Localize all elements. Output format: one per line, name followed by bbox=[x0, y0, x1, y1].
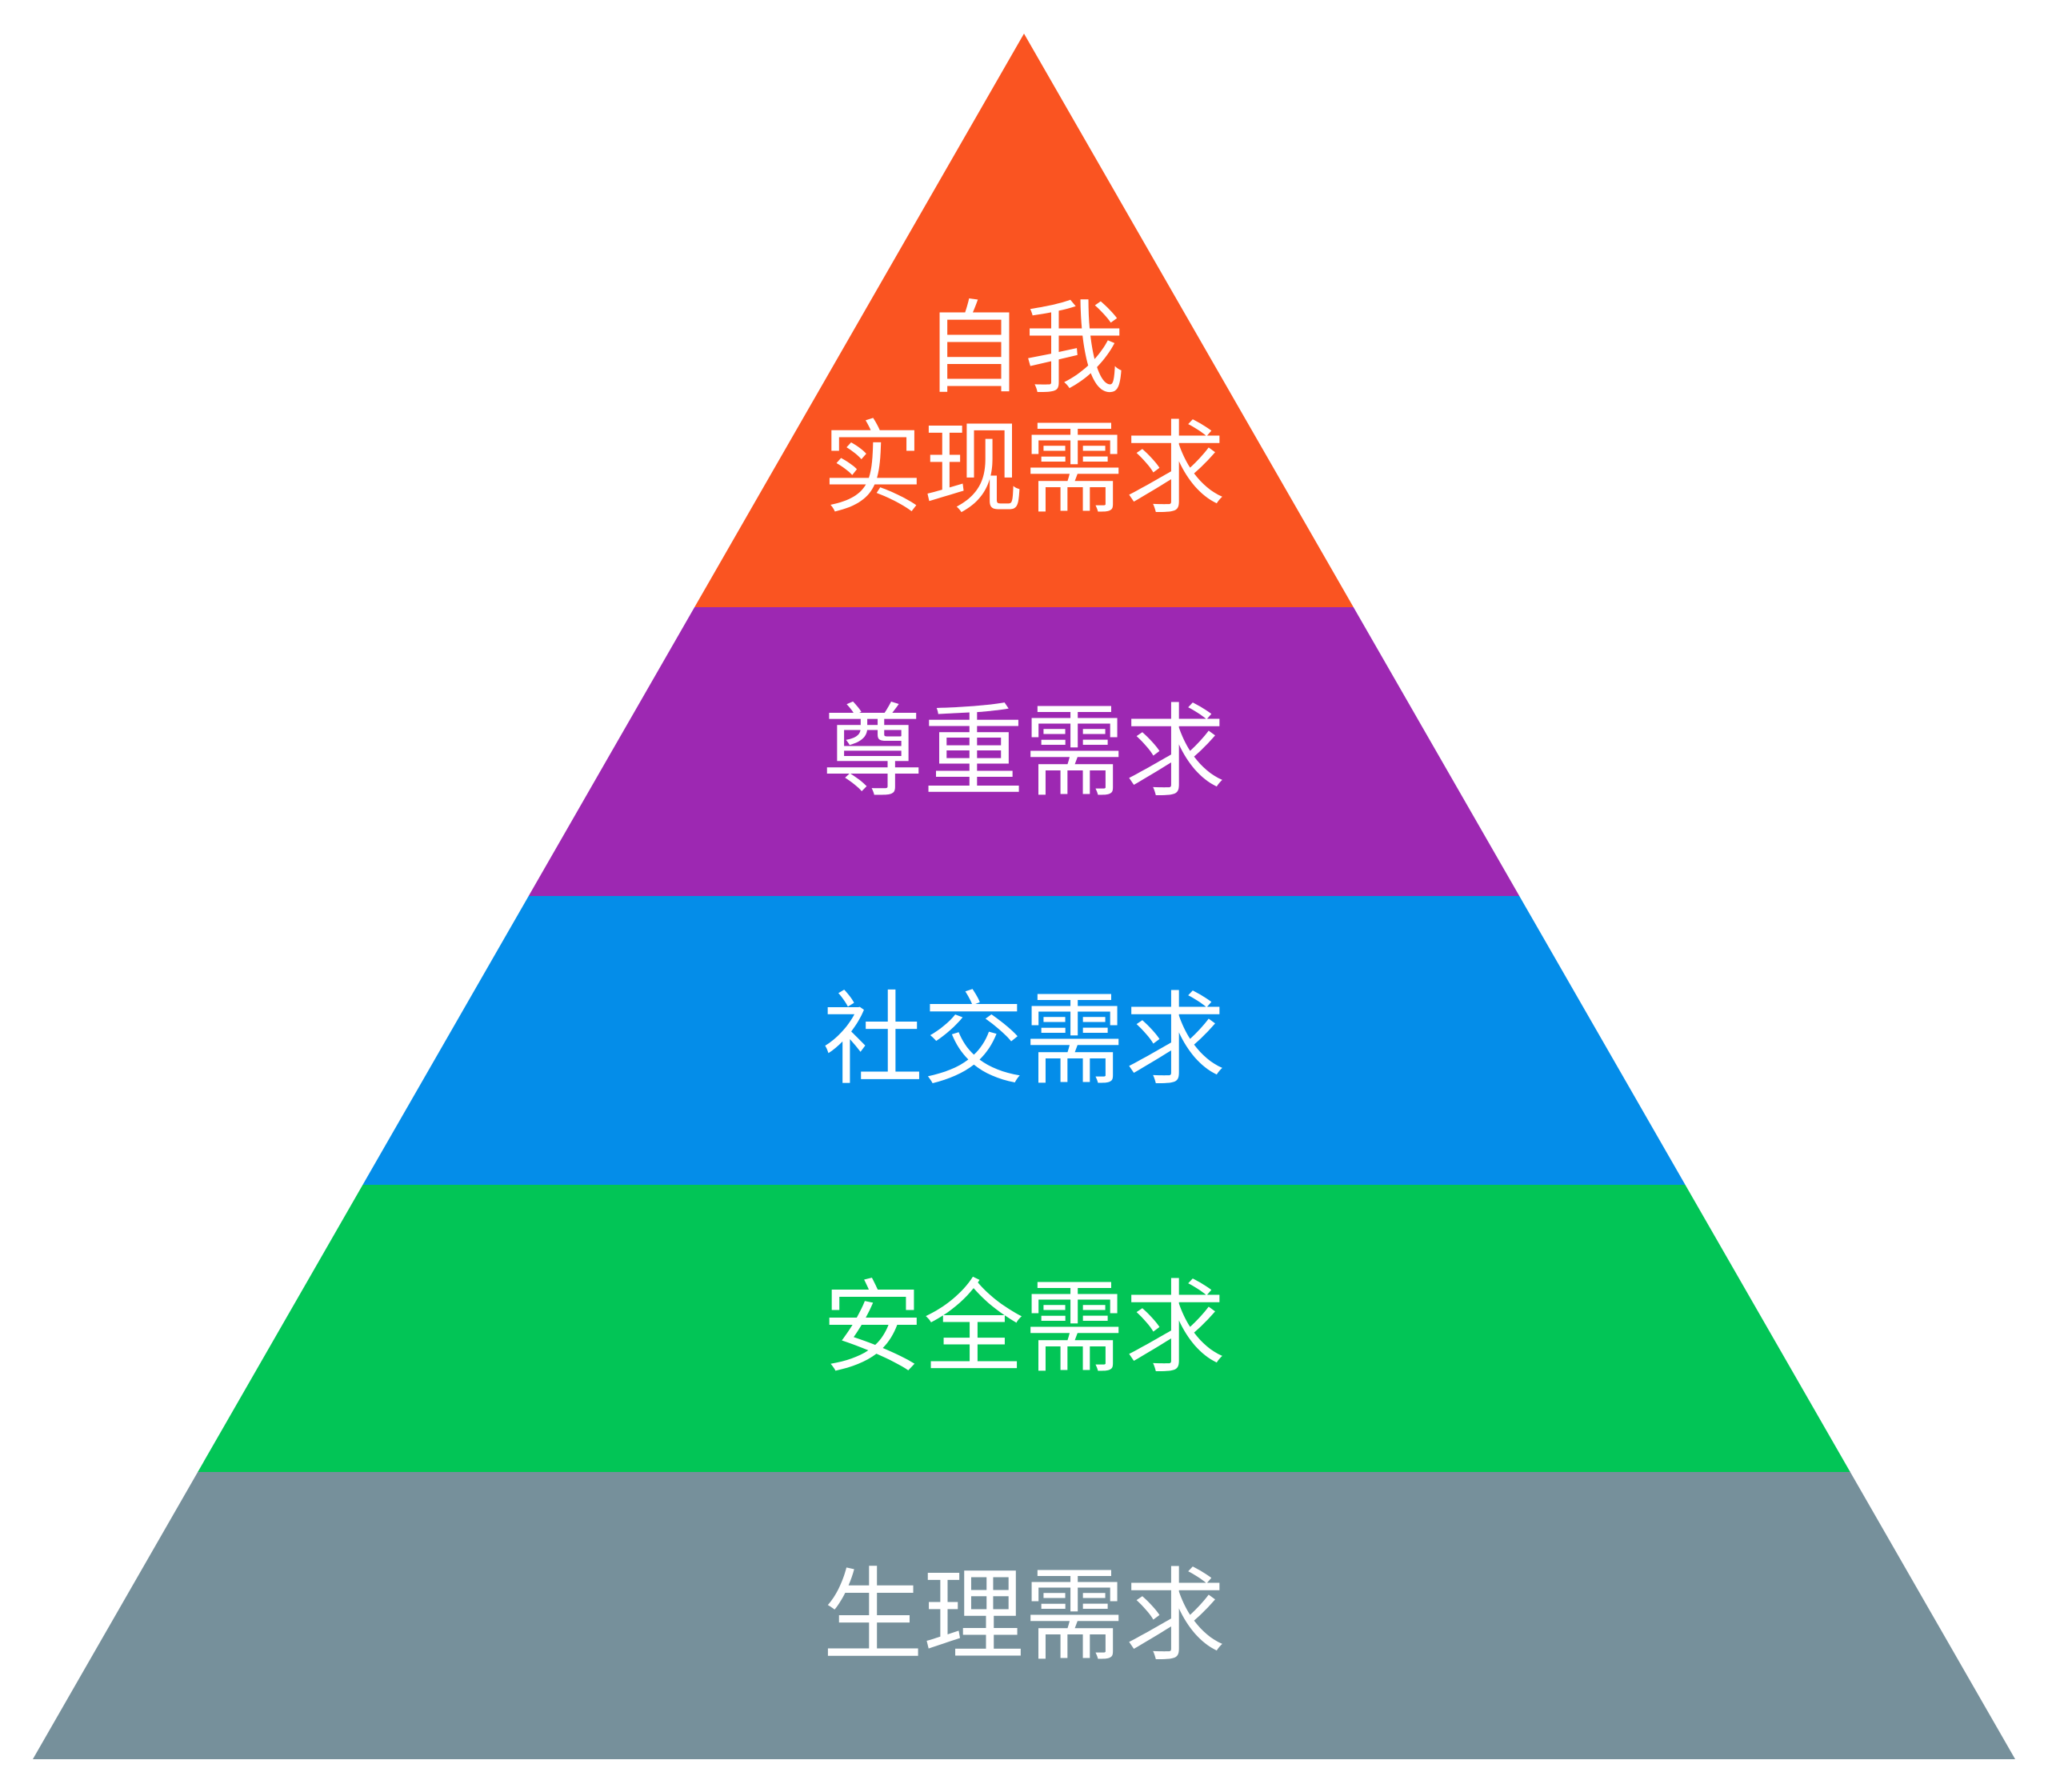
pyramid-level-label-esteem: 尊重需求 bbox=[822, 694, 1226, 811]
pyramid-level-label-self-actualization-line1: 自我 bbox=[923, 290, 1125, 408]
pyramid-level-self-actualization bbox=[694, 34, 1354, 607]
pyramid-level-safety bbox=[198, 1185, 1850, 1472]
pyramid-level-physiological bbox=[33, 1472, 2015, 1759]
pyramid-level-label-physiological: 生理需求 bbox=[822, 1558, 1226, 1675]
pyramid-level-label-self-actualization-line2: 实现需求 bbox=[822, 410, 1226, 528]
pyramid-level-esteem bbox=[528, 607, 1520, 896]
pyramid-level-label-safety: 安全需求 bbox=[822, 1270, 1226, 1387]
pyramid-level-social bbox=[362, 896, 1686, 1185]
pyramid-level-label-social: 社交需求 bbox=[822, 982, 1226, 1099]
